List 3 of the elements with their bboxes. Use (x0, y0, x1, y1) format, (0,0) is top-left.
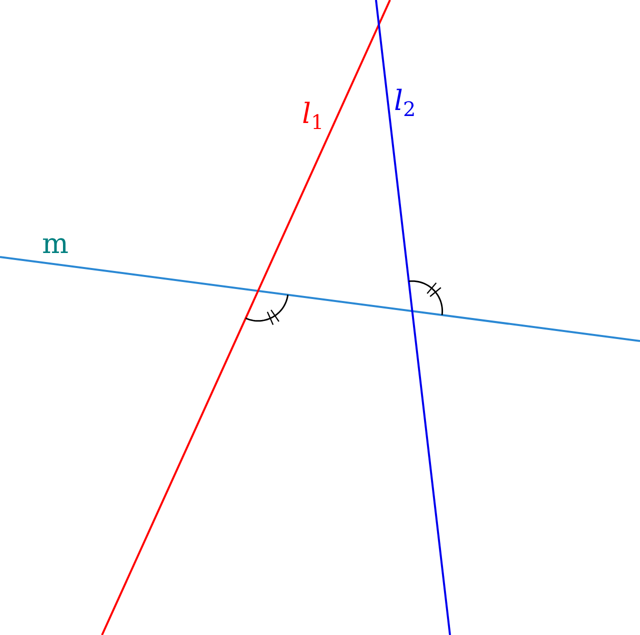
line-label: l$_{1}$ (302, 100, 324, 132)
line-label: m (42, 230, 69, 258)
line-label: l$_{2}$ (394, 87, 416, 119)
